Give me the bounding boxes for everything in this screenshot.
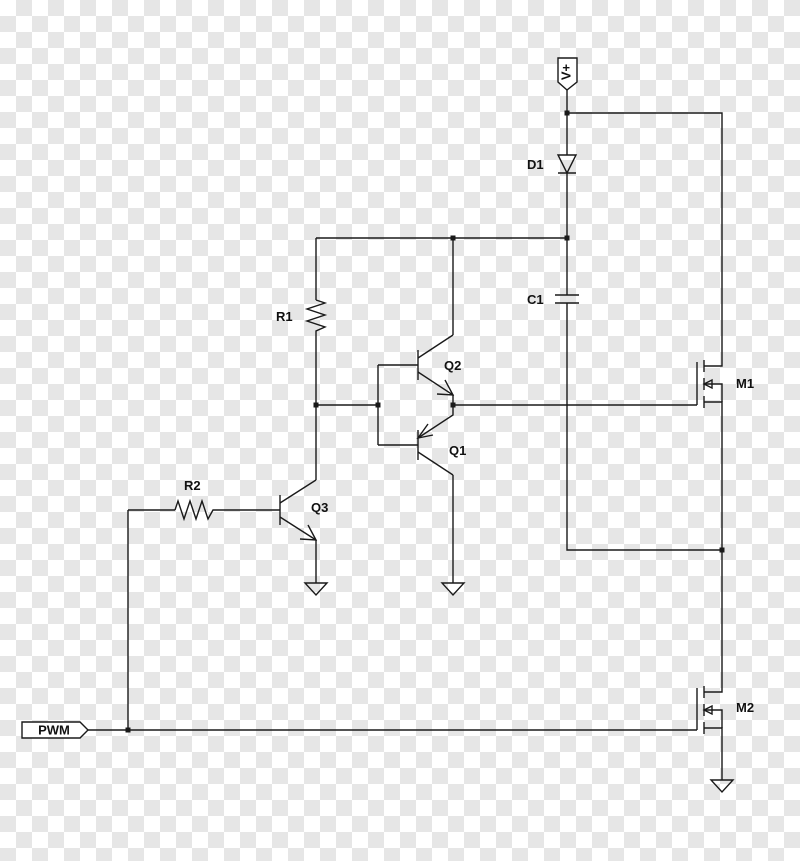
junction-dots bbox=[125, 110, 725, 733]
npn-transistor-icon bbox=[279, 479, 318, 541]
q1-label: Q1 bbox=[449, 443, 466, 458]
c1-label: C1 bbox=[527, 292, 544, 307]
d1-label: D1 bbox=[527, 157, 544, 172]
npn-transistor-icon bbox=[417, 334, 455, 405]
ground-icon bbox=[303, 582, 329, 597]
q2-label: Q2 bbox=[444, 358, 461, 373]
nmos-transistor-icon bbox=[696, 360, 723, 408]
pwm-input-flag: PWM bbox=[21, 721, 89, 739]
wires bbox=[88, 90, 723, 780]
vplus-supply-flag: V+ bbox=[557, 57, 578, 91]
capacitor-icon bbox=[555, 294, 579, 304]
pnp-transistor-icon bbox=[416, 405, 454, 476]
ground-icon bbox=[709, 779, 735, 794]
nmos-transistor-icon bbox=[696, 686, 723, 734]
ground-icon bbox=[440, 582, 466, 597]
resistor-icon bbox=[174, 498, 216, 522]
resistor-icon bbox=[304, 299, 328, 335]
diode-icon bbox=[556, 154, 578, 175]
m2-label: M2 bbox=[736, 700, 754, 715]
vplus-label: V+ bbox=[558, 63, 573, 80]
m1-label: M1 bbox=[736, 376, 754, 391]
q3-label: Q3 bbox=[311, 500, 328, 515]
r1-label: R1 bbox=[276, 309, 293, 324]
r2-label: R2 bbox=[184, 478, 201, 493]
pwm-label: PWM bbox=[38, 723, 70, 738]
